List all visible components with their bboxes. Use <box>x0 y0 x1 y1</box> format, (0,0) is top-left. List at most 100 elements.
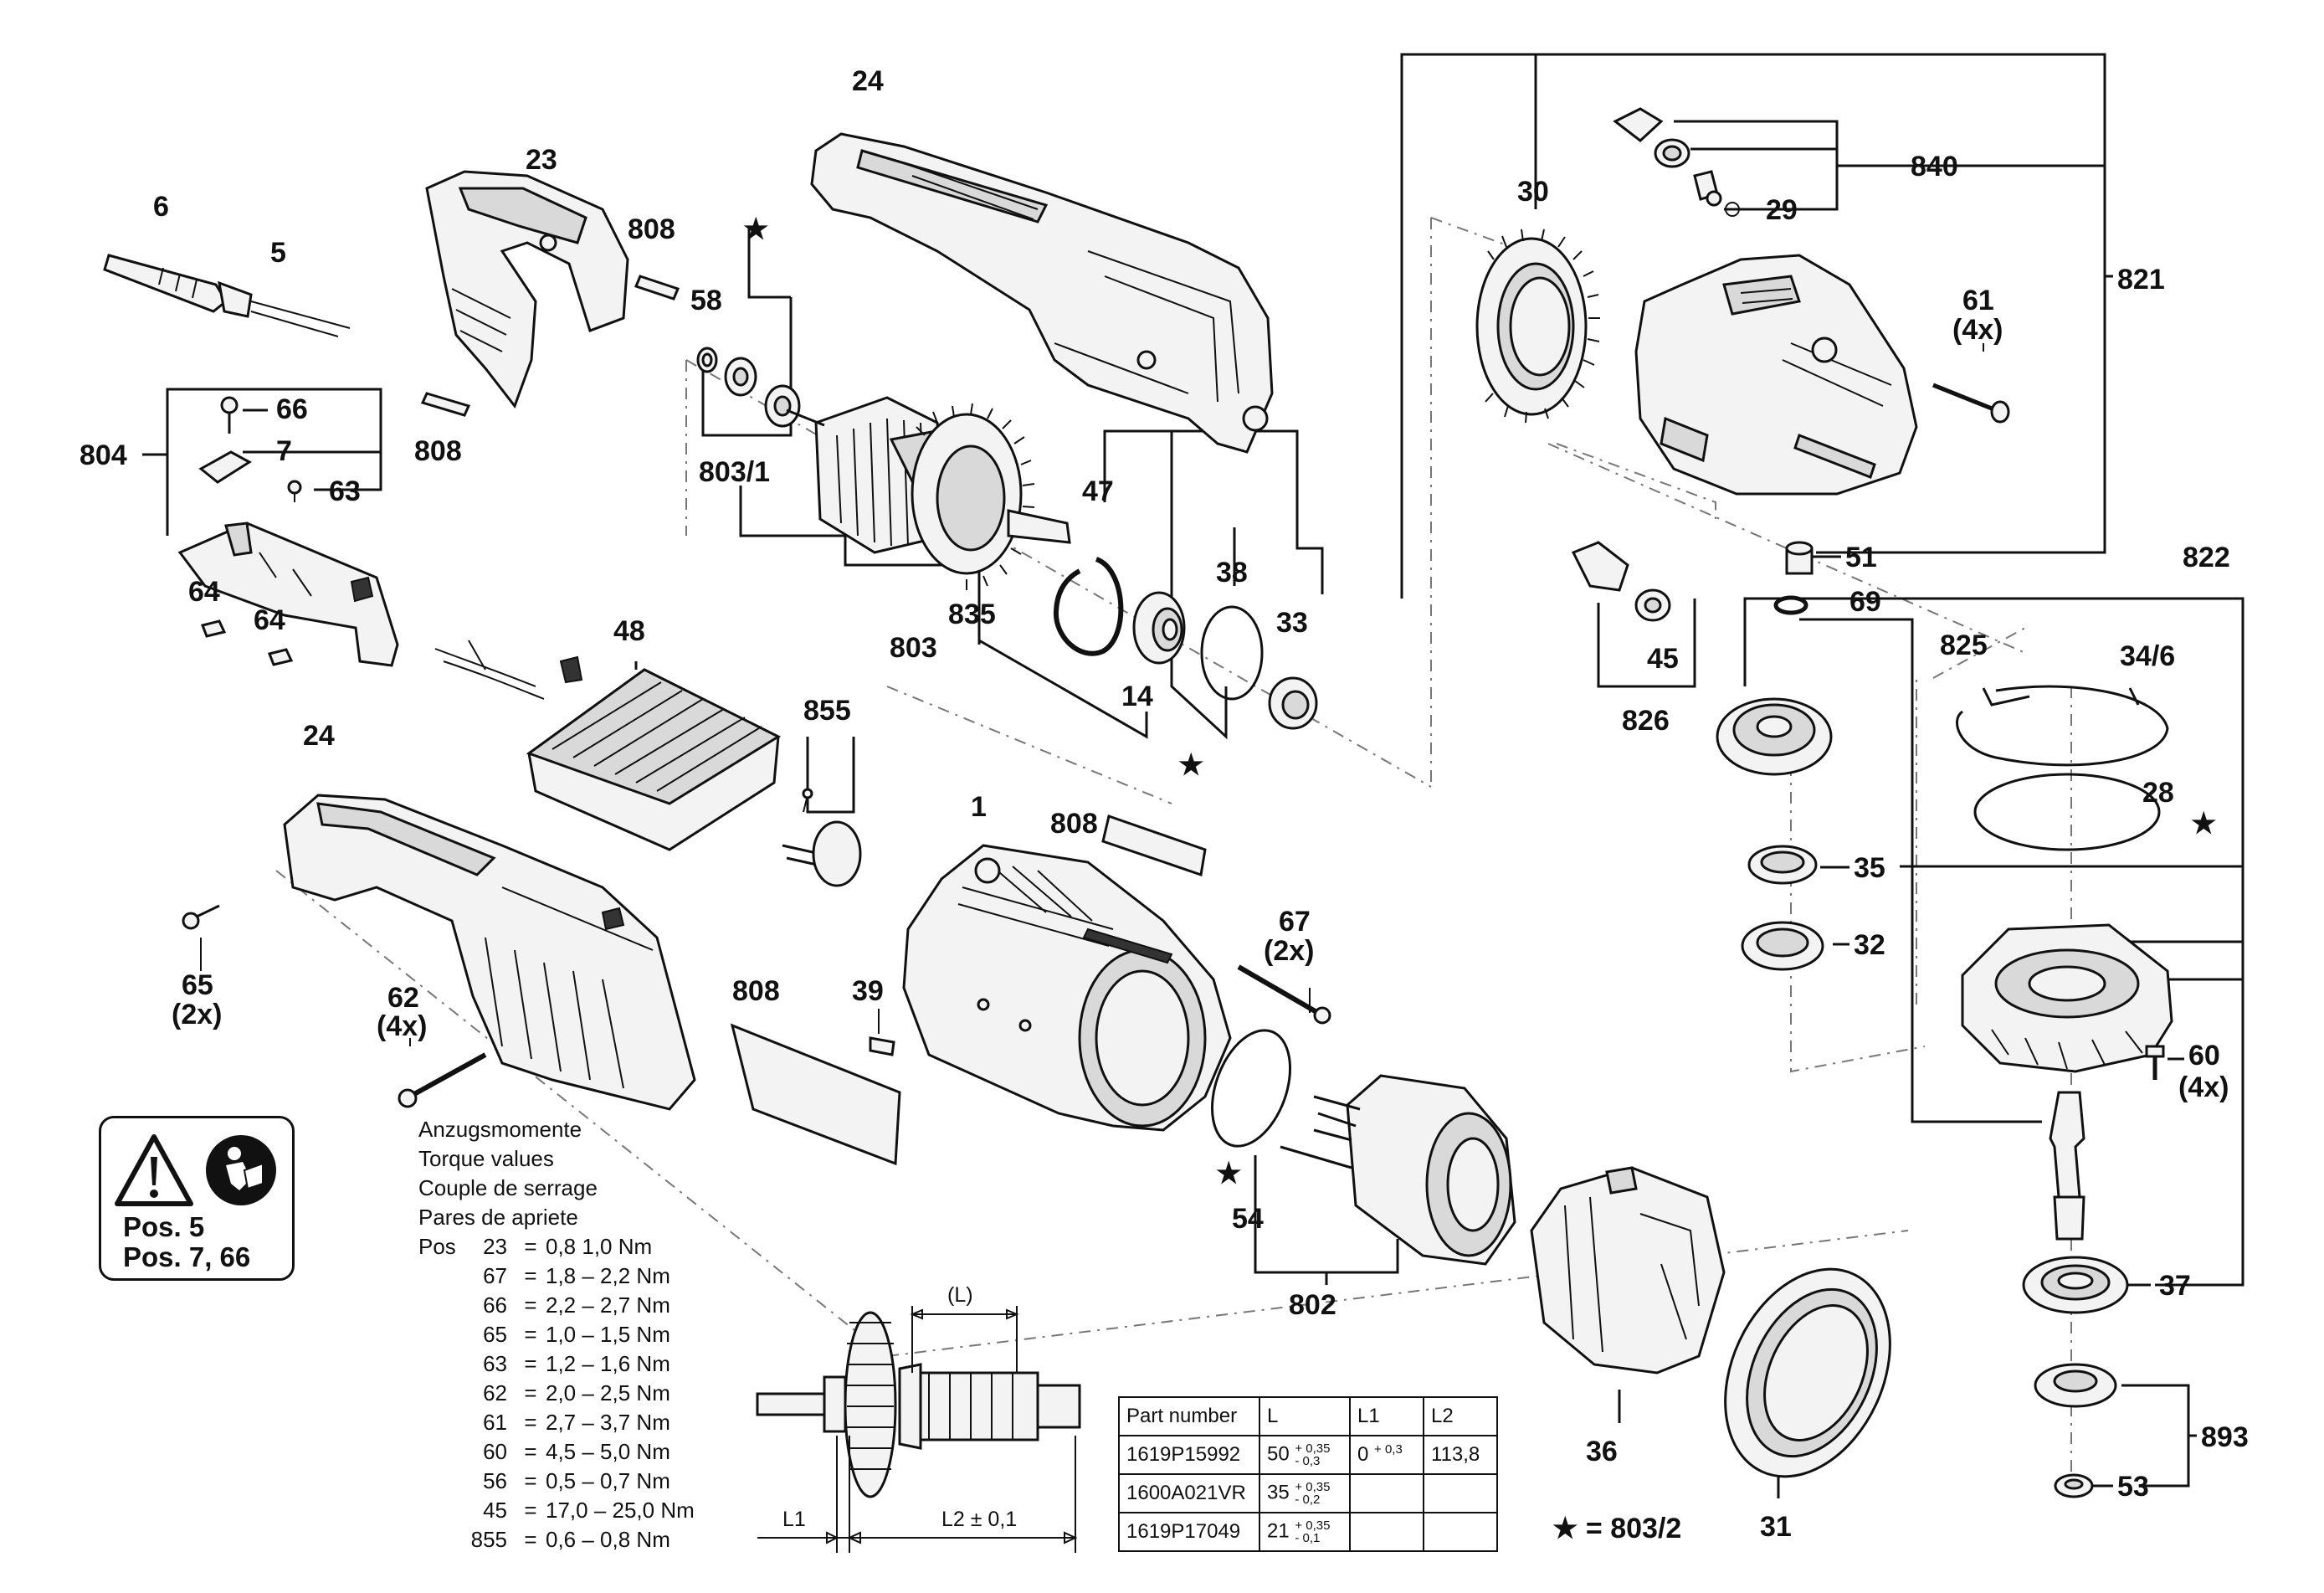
dimension-L: (L) <box>947 1283 973 1307</box>
torque-values-list: Anzugsmomente Torque values Couple de se… <box>418 1115 753 1554</box>
callout-32: 32 <box>1854 929 1885 961</box>
torque-header-de: Anzugsmomente <box>418 1117 582 1142</box>
callout-808-large: 808 <box>732 975 780 1007</box>
part-48-electronics-module <box>434 640 782 851</box>
part-61-screw <box>1932 383 2010 424</box>
warning-triangle-icon <box>115 1134 193 1206</box>
part-30-fan <box>1475 229 1600 424</box>
callout-45: 45 <box>1647 643 1679 675</box>
callout-808-motor: 808 <box>1050 808 1098 840</box>
callout-855: 855 <box>803 695 851 727</box>
callout-62-qty: (4x) <box>377 1010 427 1042</box>
part-14-bearing <box>1132 591 1186 665</box>
callout-28: 28 <box>2142 777 2174 809</box>
table-row: 1619P15992 50 + 0,35- 0,3 0 + 0,3 113,8 <box>1118 1435 1498 1475</box>
callout-29: 29 <box>1766 194 1798 226</box>
callout-24-bottom: 24 <box>303 720 335 752</box>
callout-63: 63 <box>329 475 361 507</box>
part-24-housing-bottom <box>283 794 696 1111</box>
part-34-6-spring <box>1956 685 2169 767</box>
callout-33: 33 <box>1276 607 1308 639</box>
callout-39: 39 <box>852 975 884 1007</box>
callout-821: 821 <box>2117 264 2165 295</box>
callout-38: 38 <box>1216 557 1248 588</box>
part-24-housing-top <box>810 132 1274 454</box>
part-808-label-top <box>634 275 680 301</box>
part-822-bearing-flange <box>1961 923 2173 1073</box>
part-803-armature <box>786 396 1071 590</box>
part-1-motor-housing <box>902 844 1232 1132</box>
callout-60: 60 <box>2188 1040 2220 1071</box>
torque-header-fr: Couple de serrage <box>418 1175 598 1200</box>
part-number-table: Part number L L1 L2 1619P15992 50 + 0,35… <box>1118 1396 1498 1552</box>
callout-47: 47 <box>1082 475 1114 507</box>
part-65-screw <box>182 904 220 930</box>
armature-detail-drawing <box>756 1306 1081 1553</box>
callout-5: 5 <box>270 237 286 269</box>
callout-65-qty: (2x) <box>172 999 222 1030</box>
part-804-switch-assembly <box>177 522 399 667</box>
callout-60-qty: (4x) <box>2178 1071 2229 1103</box>
callout-24-top: 24 <box>852 65 884 97</box>
callout-835: 835 <box>948 599 996 630</box>
part-31-ring-cover <box>1724 1267 1891 1478</box>
warning-line-2: Pos. 7, 66 <box>123 1241 251 1272</box>
callout-53: 53 <box>2117 1471 2149 1503</box>
part-37-bearing <box>2022 1256 2129 1314</box>
part-808-label-motor <box>1101 814 1207 876</box>
part-802-stator <box>1280 1074 1516 1266</box>
torque-row: 56=0,5 – 0,7 Nm <box>483 1468 670 1493</box>
callout-893: 893 <box>2201 1421 2249 1453</box>
callout-37: 37 <box>2159 1270 2191 1302</box>
callout-61-qty: (4x) <box>1952 314 2003 346</box>
callout-31: 31 <box>1760 1511 1792 1543</box>
callout-61: 61 <box>1962 285 1994 316</box>
torque-row: 855=0,6 – 0,8 Nm <box>470 1527 670 1552</box>
callout-822: 822 <box>2183 542 2230 573</box>
callout-804: 804 <box>80 439 127 471</box>
callout-66: 66 <box>276 393 308 425</box>
callout-808-top: 808 <box>628 213 675 245</box>
callout-64-a: 64 <box>188 576 220 608</box>
part-69-circlip <box>1773 595 1808 615</box>
callout-803-1: 803/1 <box>699 456 770 488</box>
callout-69: 69 <box>1849 586 1881 618</box>
part-54-o-ring <box>1210 1029 1292 1148</box>
torque-pos-label: Pos <box>418 1234 456 1259</box>
torque-row: 61=2,7 – 3,7 Nm <box>483 1410 670 1435</box>
torque-header-es: Pares de apriete <box>418 1205 578 1230</box>
torque-row: 65=1,0 – 1,5 Nm <box>483 1322 670 1347</box>
callout-star-mid: ★ <box>1178 749 1203 781</box>
callout-803: 803 <box>890 632 937 664</box>
callout-54: 54 <box>1232 1203 1264 1235</box>
warning-box: Pos. 5 Pos. 7, 66 <box>99 1116 295 1281</box>
callout-840: 840 <box>1911 151 1958 182</box>
callout-802: 802 <box>1289 1289 1336 1321</box>
callout-1: 1 <box>971 791 987 823</box>
callout-64-b: 64 <box>254 604 285 636</box>
part-32-seal <box>1741 921 1824 971</box>
callout-star-28: ★ <box>2191 808 2216 840</box>
part-840-button-set <box>1613 107 1740 217</box>
part-855-speed-control <box>782 788 862 887</box>
torque-row: 67=1,8 – 2,2 Nm <box>483 1263 670 1288</box>
part-63-screw <box>287 480 302 502</box>
part-7-switch-slider <box>198 450 252 484</box>
callout-7: 7 <box>276 435 292 467</box>
callout-30: 30 <box>1517 176 1549 208</box>
star-legend-note: ★ = 803/2 <box>1552 1513 1682 1544</box>
part-6-cable <box>103 254 228 313</box>
torque-row: 45=17,0 – 25,0 Nm <box>483 1498 695 1523</box>
part-803-1-bearing <box>724 357 801 428</box>
warning-line-1: Pos. 5 <box>123 1211 205 1242</box>
callout-labels: 24 23 808 ★ 58 6 5 804 66 7 63 808 803/1… <box>80 65 2249 1543</box>
part-51-needle-bearing <box>1785 541 1814 575</box>
part-38-o-ring <box>1200 605 1264 701</box>
torque-row: 63=1,2 – 1,6 Nm <box>483 1351 670 1376</box>
callout-34-6: 34/6 <box>2120 640 2175 672</box>
torque-row: 62=2,0 – 2,5 Nm <box>483 1380 670 1405</box>
torque-header-en: Torque values <box>418 1146 554 1171</box>
torque-row: 66=2,2 – 2,7 Nm <box>483 1292 670 1318</box>
part-5-plug <box>218 280 351 337</box>
